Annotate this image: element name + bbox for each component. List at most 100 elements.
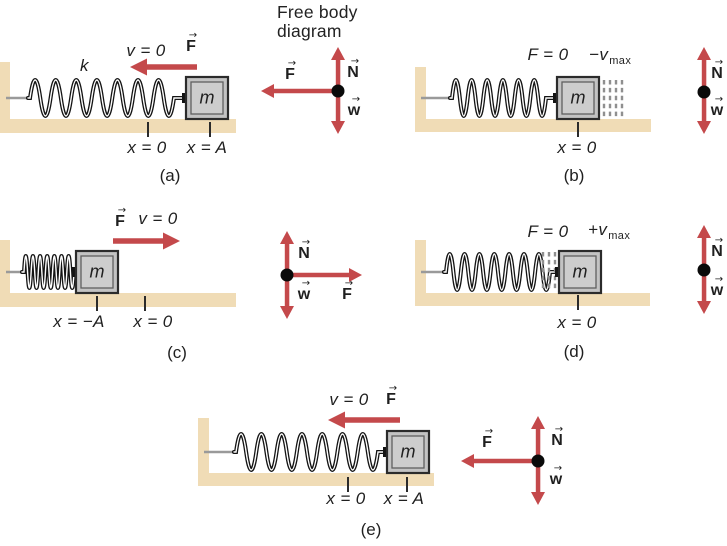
floor — [198, 473, 434, 486]
caption-b: (b) — [563, 166, 585, 185]
vector-arrow-icon: → — [714, 235, 724, 246]
normal-force-arrow — [280, 231, 294, 271]
fbd-e-F-label: → F — [482, 426, 494, 451]
mass-block — [184, 75, 230, 121]
floor — [0, 119, 236, 133]
spring — [26, 78, 188, 118]
arrow-shape — [331, 95, 345, 134]
point-mass-dot — [697, 85, 711, 99]
spring-highlight — [233, 433, 388, 471]
arrow-shape — [291, 268, 362, 282]
spring-force-arrow-left — [328, 411, 400, 429]
panel-d-apparatus — [415, 240, 650, 310]
panel-e-apparatus — [198, 411, 434, 492]
spring-force-arrow — [261, 84, 334, 98]
spring-highlight — [21, 255, 77, 289]
fbd-d-w-label: → w — [710, 274, 724, 299]
spring-force-arrow-right — [113, 232, 180, 250]
tick-label-x0-d: x = 0 — [557, 313, 597, 332]
fbd-b-w-label: → w — [710, 94, 724, 119]
tick-label-x0-c: x = 0 — [133, 312, 173, 331]
vector-arrow-icon: → — [714, 94, 724, 105]
caption-d: (d) — [563, 342, 585, 361]
wall — [198, 418, 209, 486]
velocity-label-e: v = 0 — [329, 390, 369, 409]
point-mass-dot — [331, 84, 345, 98]
mass-inner — [561, 81, 595, 115]
mass-inner — [563, 255, 597, 289]
arrow-shape — [461, 454, 534, 468]
fbd-e — [461, 416, 545, 505]
arrow-shape — [280, 231, 294, 271]
applied-force-label-c: → F — [115, 205, 127, 230]
normal-force-arrow — [697, 225, 711, 266]
vector-arrow-icon: → — [714, 274, 724, 285]
arrow-shape — [261, 84, 334, 98]
mass-label-a: m — [199, 87, 215, 108]
panel-c-apparatus — [0, 232, 236, 311]
floor — [415, 119, 651, 132]
fbd-c-N-label: → N — [298, 237, 311, 262]
spring-force-arrow — [291, 268, 362, 282]
fbd-a — [261, 47, 345, 134]
arrow-shape — [697, 225, 711, 266]
weight-force-arrow — [697, 96, 711, 134]
fbd-e-N-label: → N — [551, 424, 564, 449]
arrow-shape — [280, 279, 294, 319]
point-mass-dot — [697, 263, 711, 277]
weight-force-arrow — [280, 279, 294, 319]
panel-a-apparatus — [0, 58, 236, 137]
vector-arrow-icon: → — [484, 426, 494, 437]
arrow-shape — [331, 47, 345, 87]
tick-label-xA-a: x = A — [186, 138, 228, 157]
wall — [415, 67, 426, 132]
vector-arrow-icon: → — [188, 30, 198, 41]
normal-force-arrow — [531, 416, 545, 457]
tick-label-xA-e: x = A — [383, 489, 425, 508]
panel-b-apparatus — [415, 67, 651, 137]
vector-arrow-icon: → — [351, 94, 361, 105]
vector-arrow-icon: → — [554, 424, 564, 435]
fbd-c-F-label: → F — [342, 278, 354, 303]
caption-e: (e) — [360, 520, 382, 539]
wall — [415, 240, 426, 306]
mass-inner — [190, 81, 224, 115]
tick-label-x0-b: x = 0 — [557, 138, 597, 157]
weight-force-arrow — [331, 95, 345, 134]
weight-force-arrow — [531, 465, 545, 505]
max-velocity-label-d: +vmax — [588, 220, 631, 242]
max-velocity-label-b: −vmax — [589, 45, 632, 67]
vector-arrow-icon: → — [388, 383, 398, 394]
arrow-shape — [697, 47, 711, 88]
normal-force-arrow — [331, 47, 345, 87]
velocity-label-a: v = 0 — [126, 41, 166, 60]
vector-arrow-icon: → — [553, 463, 563, 474]
mass-inner — [80, 255, 114, 289]
mass-block — [74, 249, 120, 295]
fbd-b-N-label: → N — [711, 57, 724, 82]
vector-arrow-icon: → — [117, 205, 127, 216]
vector-arrow-icon: → — [301, 278, 311, 289]
arrow-shape — [130, 58, 197, 76]
fbd-d-N-label: → N — [711, 235, 724, 260]
caption-a: (a) — [159, 166, 181, 185]
floor — [0, 293, 236, 307]
fbd-a-w-label: → w — [347, 94, 361, 119]
fbd-c — [280, 231, 362, 319]
tick-label-x0-e: x = 0 — [326, 489, 366, 508]
applied-force-label-a: → F — [186, 30, 198, 55]
fbd-c-w-label: → w — [297, 278, 311, 303]
point-mass-dot — [280, 268, 294, 282]
force-zero-label-d: F = 0 — [527, 222, 569, 241]
mass-label-e: m — [400, 441, 416, 462]
applied-force-label-e: → F — [386, 383, 398, 408]
vector-arrow-icon: → — [714, 57, 724, 68]
fbd-b — [697, 47, 711, 134]
arrow-shape — [328, 411, 400, 429]
spring-force-arrow-left — [130, 58, 197, 76]
caption-c: (c) — [167, 343, 187, 362]
spring-highlight — [449, 79, 558, 117]
fbd-title-line1: Free body — [277, 2, 358, 22]
spring-highlight — [443, 253, 560, 291]
